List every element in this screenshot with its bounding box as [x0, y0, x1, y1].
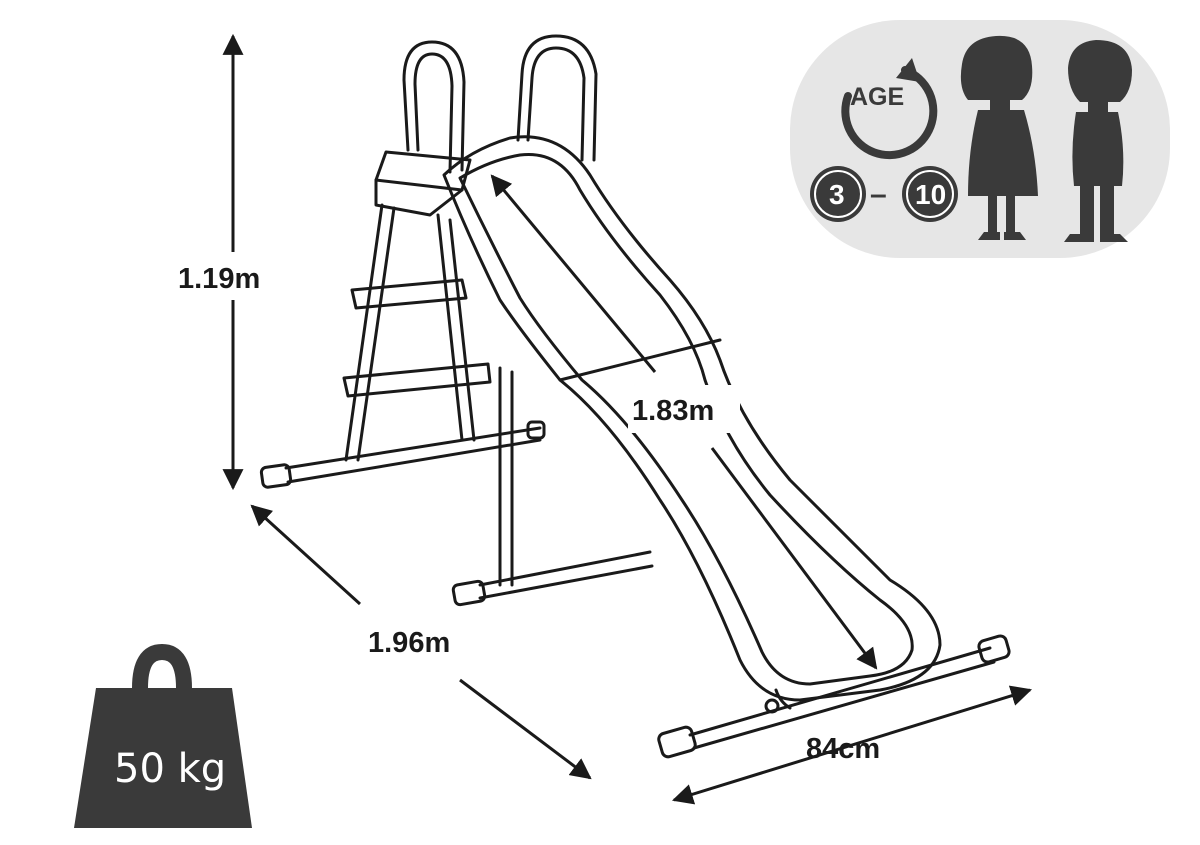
- age-word: AGE: [850, 83, 904, 111]
- base-bar-middle: [478, 550, 652, 587]
- age-max: 10: [915, 179, 946, 210]
- right-handrail: [516, 34, 598, 162]
- weight-value: 50 kg: [114, 746, 226, 792]
- slide-illustration: [259, 34, 1011, 759]
- age-min: 3: [829, 179, 845, 210]
- width-label: 84cm: [806, 733, 880, 765]
- depth-label: 1.96m: [368, 627, 450, 659]
- slide-length-arrow-bottom: [710, 447, 878, 670]
- ladder-left-rail: [344, 203, 384, 462]
- base-bar-front: [688, 646, 992, 737]
- circular-arrow-icon: [841, 66, 938, 160]
- girl-icon: [960, 35, 1038, 240]
- height-label: 1.19m: [178, 263, 260, 295]
- age-min-badge: [810, 166, 866, 222]
- top-platform: [374, 150, 472, 192]
- slide-length-arrow-top: [490, 174, 657, 373]
- ladder-rung-1: [350, 278, 468, 310]
- weight-badge: 50 kg: [74, 643, 252, 828]
- age-separator: –: [870, 178, 887, 211]
- ladder-rung-2: [342, 362, 492, 398]
- age-badge: AGE 3 – 10: [790, 20, 1170, 258]
- weight-icon: [132, 643, 192, 689]
- width-arrow: [671, 685, 1033, 805]
- slide-chute: [442, 135, 942, 702]
- depth-arrow-top: [250, 504, 362, 606]
- left-handrail: [402, 40, 466, 172]
- slide-length-label: 1.83m: [632, 395, 714, 427]
- ladder-right-rail: [436, 213, 464, 442]
- base-bar-back: [284, 426, 542, 470]
- age-max-badge: [902, 166, 958, 222]
- boy-icon: [1064, 40, 1132, 242]
- depth-arrow-bottom: [459, 678, 592, 780]
